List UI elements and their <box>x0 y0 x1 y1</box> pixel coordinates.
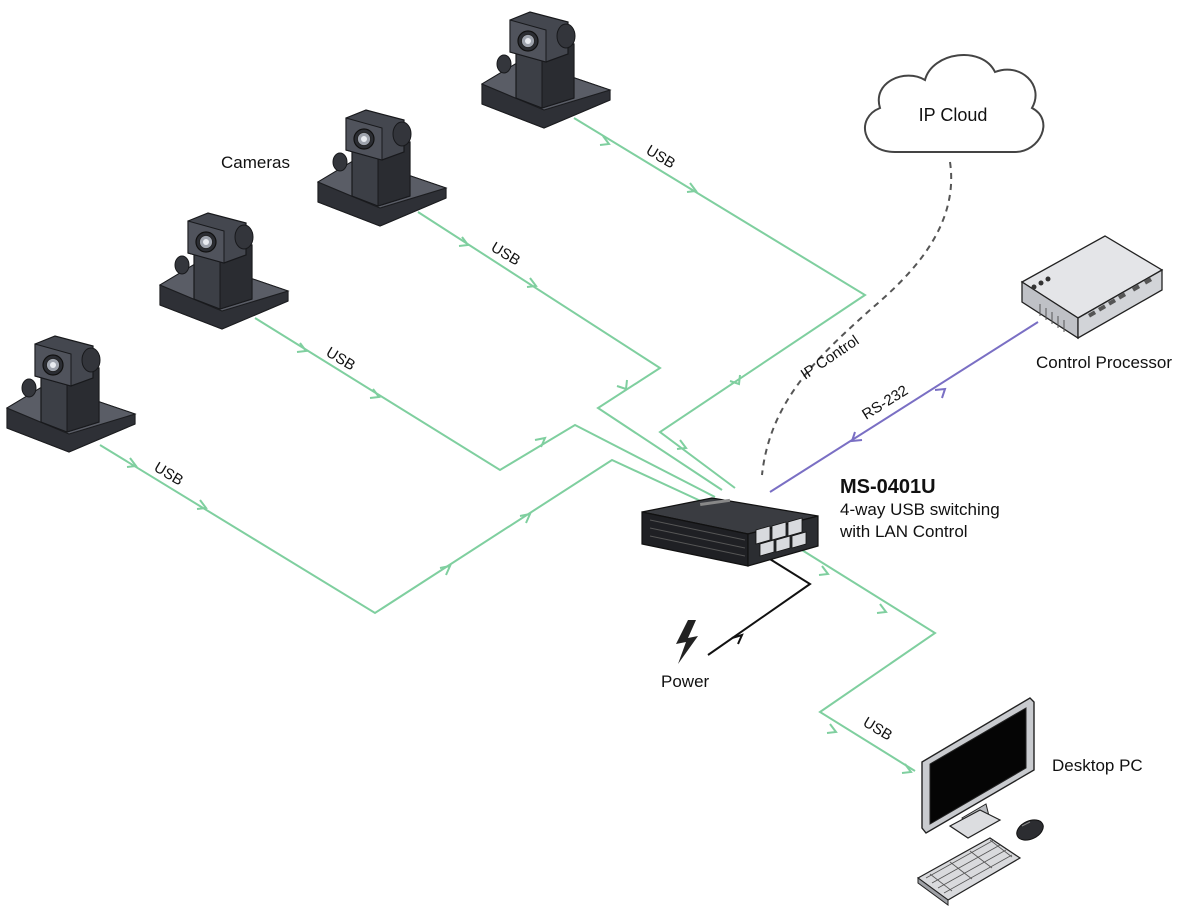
camera-icon <box>317 109 447 227</box>
cloud-icon <box>863 54 1045 153</box>
device-name-label: MS-0401U <box>840 476 936 498</box>
device-desc-line1: 4-way USB switching <box>840 500 1000 519</box>
camera-icon <box>481 11 611 129</box>
control-processor-icon <box>1020 235 1164 340</box>
cameras-label: Cameras <box>221 153 290 172</box>
camera-icon <box>159 212 289 330</box>
keyboard-icon <box>916 837 1022 906</box>
usb-connection-lines <box>99 117 937 772</box>
rs232-arrow <box>934 387 947 399</box>
usb-label: USB <box>643 142 678 172</box>
camera-icon <box>6 335 136 453</box>
rs232-line <box>769 321 1039 493</box>
usb-arrow-ticks <box>126 135 913 774</box>
desktop-pc-icon <box>921 697 1035 839</box>
usb-label: USB <box>151 459 186 489</box>
device-desc-line2: with LAN Control <box>839 522 968 541</box>
rs232-arrow <box>850 431 863 443</box>
ip-control-line <box>761 161 953 476</box>
ip-cloud-label: IP Cloud <box>919 105 988 125</box>
ip-control-label: IP Control <box>798 332 863 383</box>
power-label: Power <box>661 672 710 691</box>
rs232-label: RS-232 <box>859 382 911 423</box>
power-line <box>707 555 812 656</box>
usb-label: USB <box>488 239 523 269</box>
control-processor-label: Control Processor <box>1036 353 1172 372</box>
power-arrow <box>731 633 744 645</box>
usb-label: USB <box>323 344 358 374</box>
mouse-icon <box>1016 819 1044 841</box>
desktop-pc-label: Desktop PC <box>1052 756 1143 775</box>
usb-switch-icon <box>641 497 819 567</box>
lightning-icon <box>676 620 698 664</box>
